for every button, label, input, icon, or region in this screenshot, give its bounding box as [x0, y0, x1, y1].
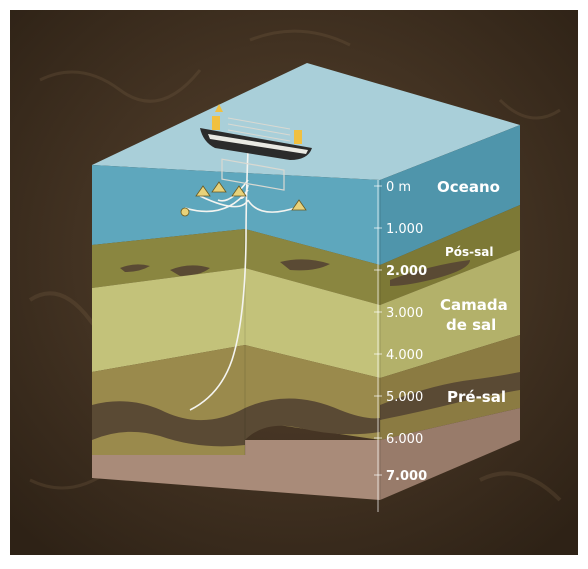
- depth-label-6000: 6.000: [386, 432, 423, 447]
- depth-label-0: 0 m: [386, 180, 411, 195]
- buoy-icon: [195, 185, 211, 197]
- post-salt-left-face: [92, 229, 380, 305]
- buoy-icon: [180, 207, 190, 217]
- ocean-top-face: [92, 63, 520, 180]
- ocean-right-face: [380, 125, 520, 265]
- drilling-ship-icon: [200, 104, 312, 191]
- basement-left-face: [92, 440, 380, 500]
- buoy-icon: [291, 199, 307, 211]
- depth-ruler: [374, 180, 382, 512]
- post-salt-label: Pós-sal: [445, 245, 494, 259]
- basement-right-face: [380, 408, 520, 500]
- layer-labels: Oceano Pós-sal Camada de sal Pré-sal: [437, 178, 508, 406]
- pre-salt-oil-reservoir-right: [380, 372, 520, 420]
- post-salt-oil-deposits: [120, 259, 470, 286]
- salt-layer-left-face: [92, 268, 380, 378]
- pre-salt-oil-reservoir: [92, 398, 380, 447]
- earth-texture: [28, 29, 562, 502]
- depth-labels: 0 m 1.000 2.000 3.000 4.000 5.000 6.000 …: [386, 180, 427, 484]
- ocean-label: Oceano: [437, 178, 500, 196]
- depth-label-4000: 4.000: [386, 348, 423, 363]
- buoy-icon: [211, 181, 227, 193]
- ocean-left-face: [92, 165, 380, 265]
- depth-label-3000: 3.000: [386, 306, 423, 321]
- salt-layer-label-line2: de sal: [446, 316, 496, 334]
- buoy-group: [180, 181, 307, 217]
- depth-label-5000: 5.000: [386, 390, 423, 405]
- depth-label-1000: 1.000: [386, 222, 423, 237]
- pre-salt-label: Pré-sal: [447, 388, 506, 406]
- buoy-icon: [231, 185, 247, 197]
- depth-label-2000: 2.000: [386, 264, 427, 279]
- salt-layer-label-line1: Camada: [440, 296, 508, 314]
- depth-label-7000: 7.000: [386, 469, 427, 484]
- salt-layer-right-face: [380, 250, 520, 378]
